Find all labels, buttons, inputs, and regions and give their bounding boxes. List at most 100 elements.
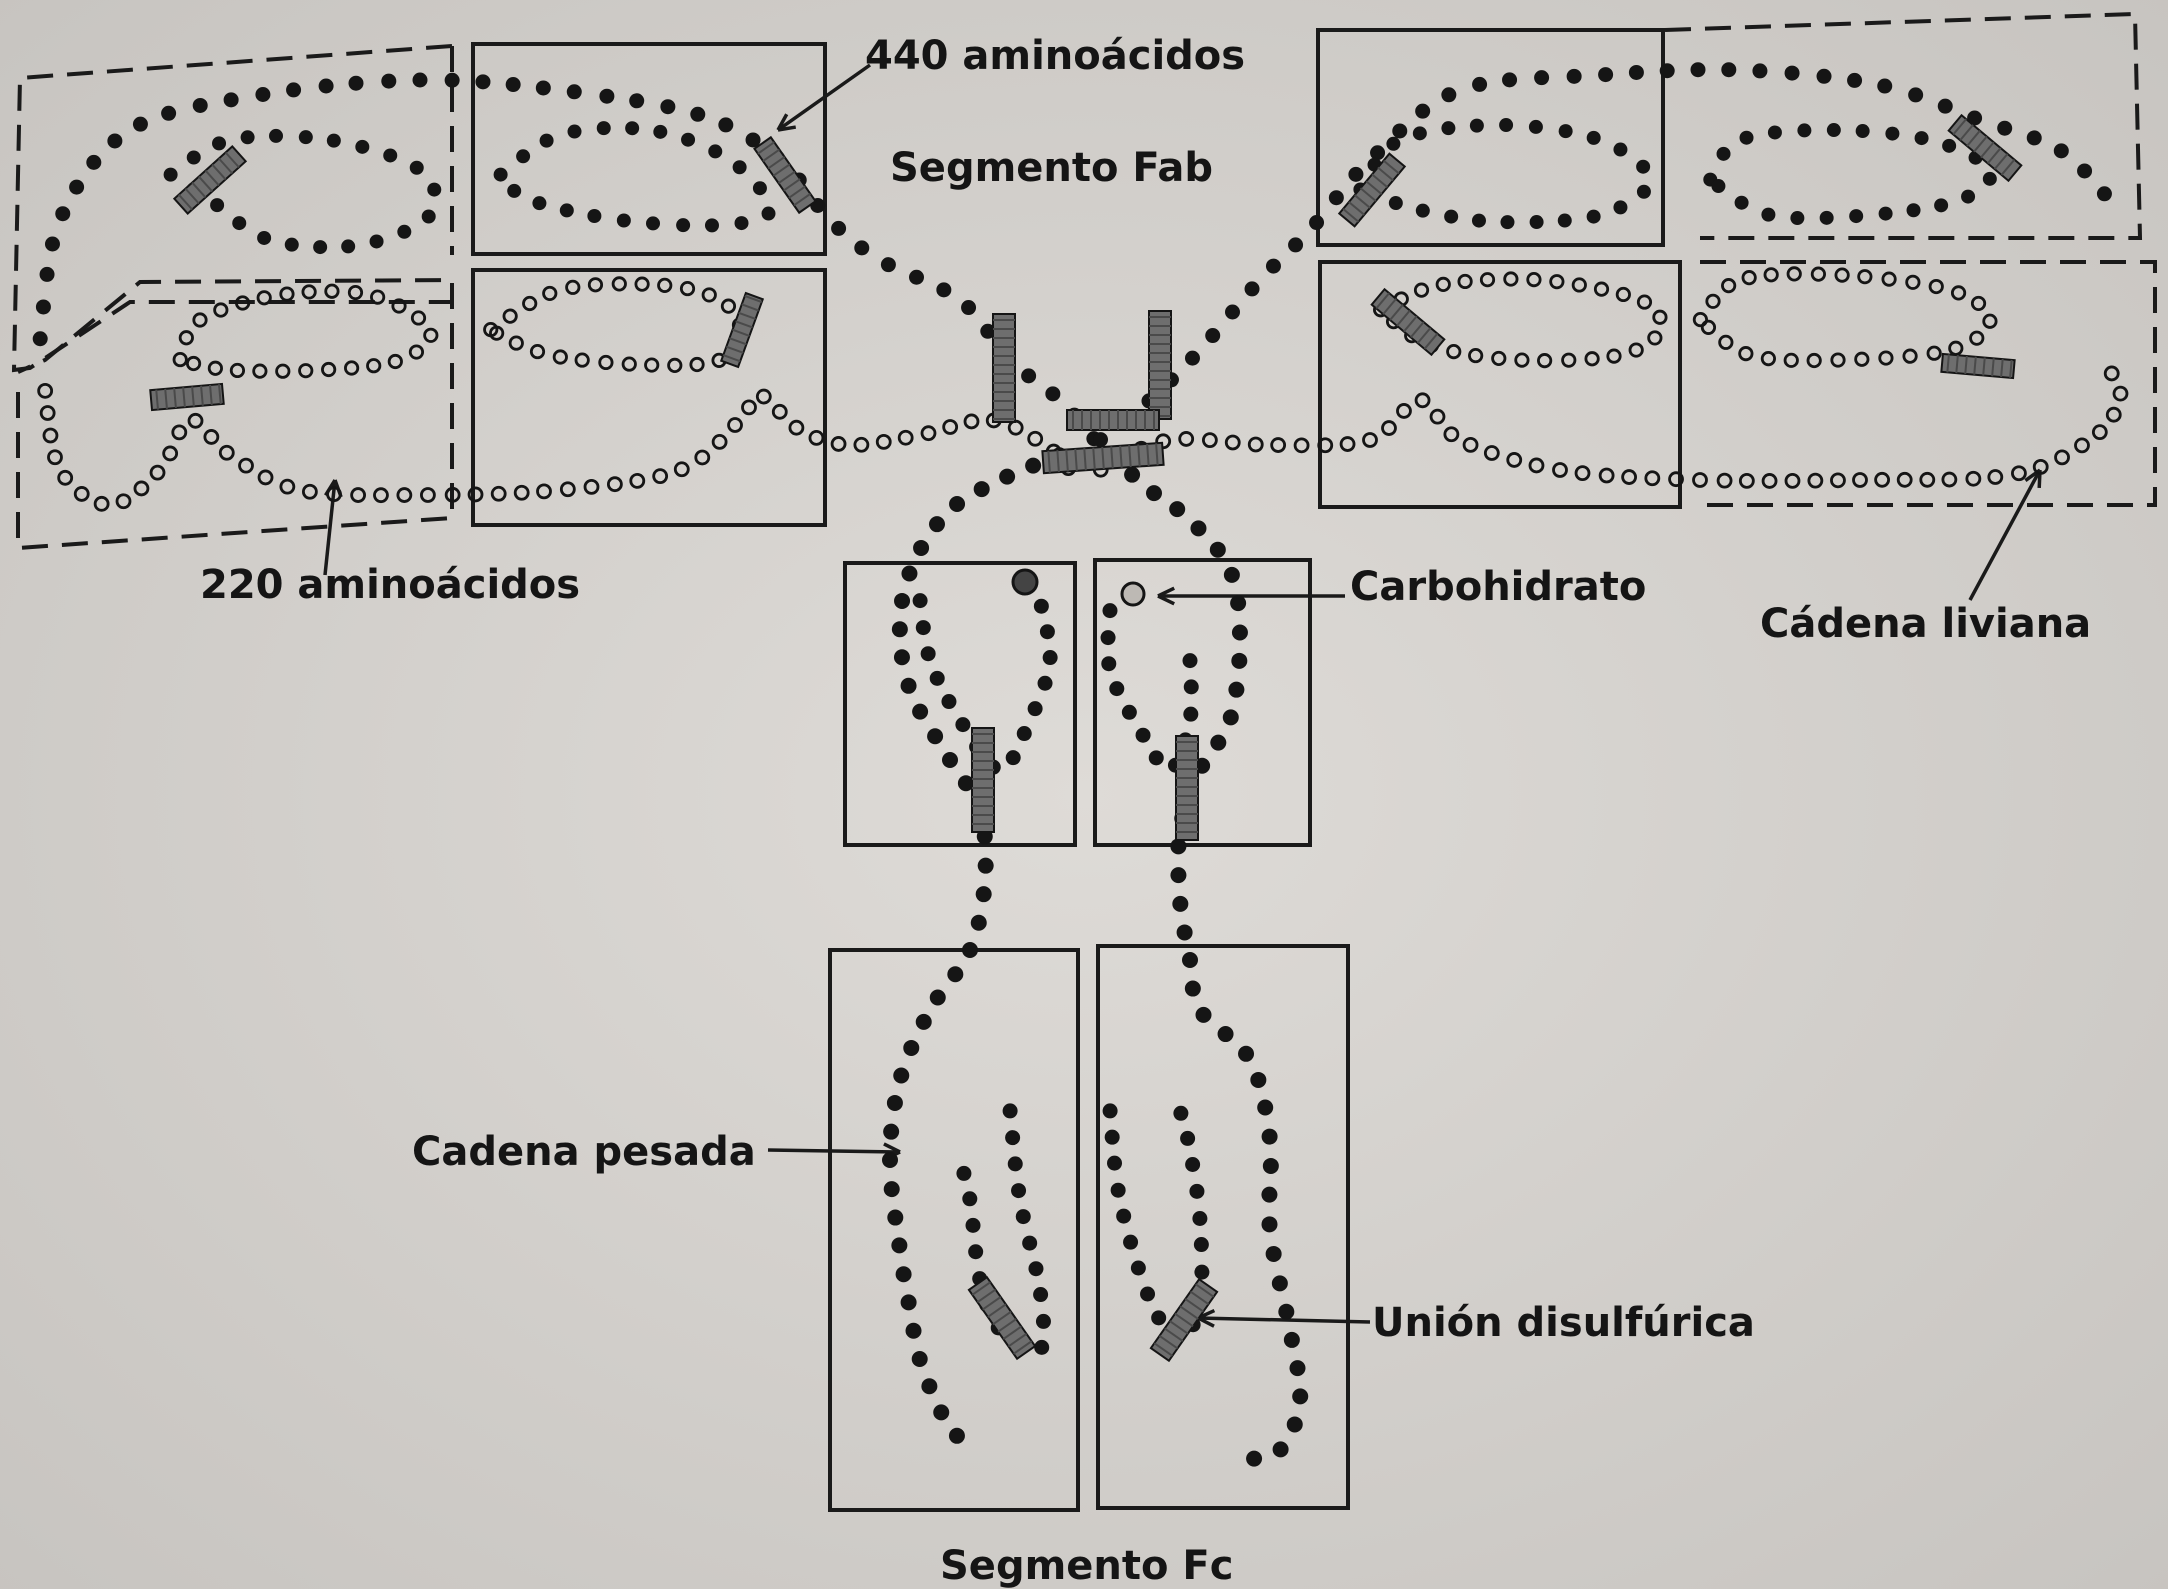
amino-acid-dot bbox=[968, 1244, 983, 1259]
amino-acid-dot bbox=[133, 117, 148, 132]
amino-acid-dot bbox=[933, 1404, 949, 1420]
amino-acid-dot bbox=[1146, 485, 1162, 501]
amino-acid-dot bbox=[966, 1218, 981, 1233]
amino-acid-dot bbox=[568, 125, 582, 139]
amino-acid-dot bbox=[567, 84, 582, 99]
amino-acid-dot bbox=[1185, 351, 1200, 366]
amino-acid-dot bbox=[941, 694, 956, 709]
bar-body bbox=[1149, 311, 1171, 419]
amino-acid-dot bbox=[1263, 1158, 1279, 1174]
amino-acid-dot bbox=[1309, 215, 1324, 230]
amino-acid-dot bbox=[1292, 1388, 1308, 1404]
amino-acid-dot bbox=[1116, 1209, 1131, 1224]
amino-acid-dot bbox=[193, 98, 208, 113]
amino-acid-dot bbox=[560, 203, 574, 217]
amino-acid-dot bbox=[1006, 750, 1021, 765]
amino-acid-dot bbox=[1123, 1235, 1138, 1250]
amino-acid-dot bbox=[1530, 215, 1544, 229]
amino-acid-dot bbox=[887, 1210, 903, 1226]
amino-acid-dot bbox=[927, 728, 943, 744]
amino-acid-dot bbox=[55, 206, 70, 221]
amino-acid-dot bbox=[949, 496, 965, 512]
amino-acid-dot bbox=[913, 593, 928, 608]
amino-acid-dot bbox=[410, 161, 424, 175]
amino-acid-dot bbox=[1942, 139, 1956, 153]
amino-acid-dot bbox=[1266, 259, 1281, 274]
amino-acid-dot bbox=[1444, 210, 1458, 224]
amino-acid-dot bbox=[1101, 630, 1116, 645]
amino-acid-dot bbox=[1370, 145, 1385, 160]
amino-acid-dot bbox=[1934, 198, 1948, 212]
amino-acid-dot bbox=[1232, 625, 1248, 641]
amino-acid-dot bbox=[930, 671, 945, 686]
amino-acid-dot bbox=[617, 213, 631, 227]
amino-acid-dot bbox=[1036, 1314, 1051, 1329]
amino-acid-dot bbox=[2054, 143, 2069, 158]
amino-acid-dot bbox=[1262, 1216, 1278, 1232]
amino-acid-dot bbox=[1278, 1304, 1294, 1320]
amino-acid-dot bbox=[1983, 172, 1997, 186]
amino-acid-dot bbox=[1093, 432, 1108, 447]
amino-acid-dot bbox=[1185, 1157, 1200, 1172]
amino-acid-dot bbox=[1250, 1072, 1266, 1088]
amino-acid-dot bbox=[1245, 281, 1260, 296]
amino-acid-dot bbox=[1040, 624, 1055, 639]
amino-acid-dot bbox=[1961, 190, 1975, 204]
amino-acid-dot bbox=[646, 216, 660, 230]
amino-acid-dot bbox=[232, 216, 246, 230]
amino-acid-dot bbox=[909, 270, 924, 285]
amino-acid-dot bbox=[1386, 137, 1400, 151]
amino-acid-dot bbox=[327, 134, 341, 148]
amino-acid-dot bbox=[1184, 679, 1199, 694]
label-segmento-fab: Segmento Fab bbox=[890, 148, 1213, 188]
amino-acid-dot bbox=[532, 196, 546, 210]
amino-acid-dot bbox=[718, 117, 733, 132]
amino-acid-dot bbox=[1415, 104, 1430, 119]
leader-line bbox=[768, 1150, 900, 1152]
amino-acid-dot bbox=[1225, 305, 1240, 320]
amino-acid-dot bbox=[1034, 599, 1049, 614]
amino-acid-dot bbox=[286, 82, 301, 97]
amino-acid-dot bbox=[1717, 147, 1731, 161]
amino-acid-dot bbox=[1500, 215, 1514, 229]
amino-acid-dot bbox=[597, 121, 611, 135]
amino-acid-dot bbox=[956, 1166, 971, 1181]
amino-acid-dot bbox=[903, 1040, 919, 1056]
disulfide-bond-bar bbox=[972, 728, 994, 832]
amino-acid-dot bbox=[653, 125, 667, 139]
amino-acid-dot bbox=[1262, 1129, 1278, 1145]
amino-acid-dot bbox=[1266, 1246, 1282, 1262]
amino-acid-dot bbox=[1735, 196, 1749, 210]
amino-acid-dot bbox=[690, 107, 705, 122]
amino-acid-dot bbox=[285, 238, 299, 252]
amino-acid-dot bbox=[921, 646, 936, 661]
amino-acid-dot bbox=[1017, 726, 1032, 741]
amino-acid-dot bbox=[299, 130, 313, 144]
amino-acid-dot bbox=[831, 221, 846, 236]
amino-acid-dot bbox=[1034, 1340, 1049, 1355]
amino-acid-dot bbox=[422, 210, 436, 224]
amino-acid-dot bbox=[506, 77, 521, 92]
amino-acid-dot bbox=[1189, 1184, 1204, 1199]
amino-acid-dot bbox=[962, 1191, 977, 1206]
amino-acid-dot bbox=[1210, 735, 1226, 751]
amino-acid-dot bbox=[1613, 143, 1627, 157]
amino-acid-dot bbox=[269, 129, 283, 143]
amino-acid-dot bbox=[1752, 63, 1767, 78]
amino-acid-dot bbox=[1043, 650, 1058, 665]
amino-acid-dot bbox=[427, 183, 441, 197]
amino-acid-dot bbox=[1287, 1416, 1303, 1432]
amino-acid-dot bbox=[891, 1237, 907, 1253]
amino-acid-dot bbox=[882, 1152, 898, 1168]
amino-acid-dot bbox=[1938, 99, 1953, 114]
amino-acid-dot bbox=[881, 257, 896, 272]
amino-acid-dot bbox=[1038, 676, 1053, 691]
amino-acid-dot bbox=[894, 649, 910, 665]
amino-acid-dot bbox=[1502, 72, 1517, 87]
amino-acid-dot bbox=[36, 299, 51, 314]
amino-acid-dot bbox=[475, 74, 490, 89]
bar-body bbox=[993, 314, 1015, 422]
amino-acid-dot bbox=[1102, 603, 1117, 618]
amino-acid-dot bbox=[1005, 1130, 1020, 1145]
